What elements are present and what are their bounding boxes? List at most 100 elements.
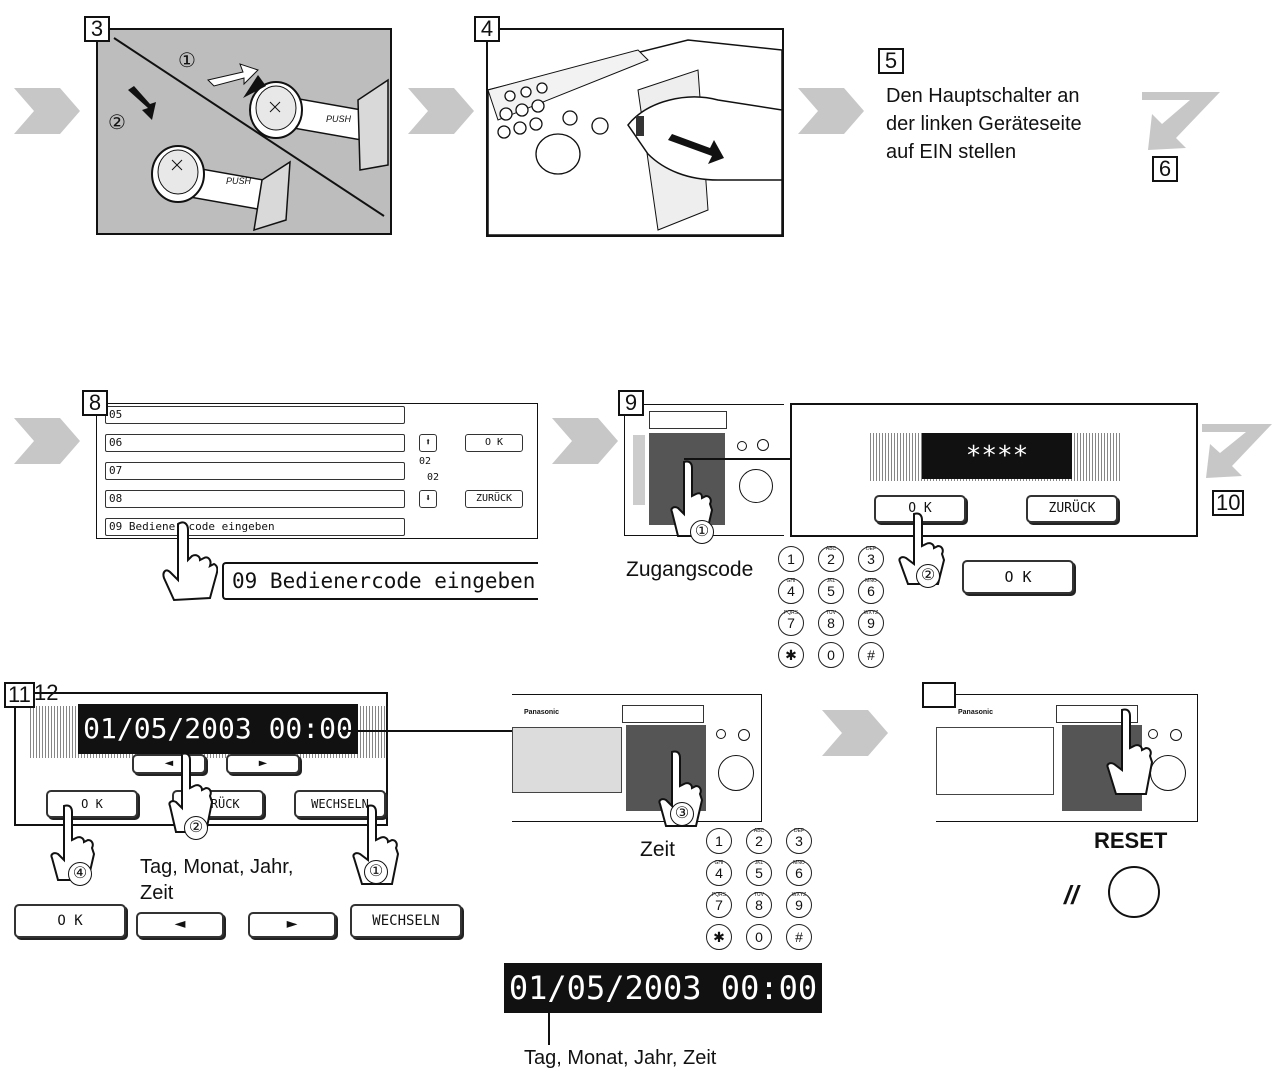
list-item[interactable]: 07 bbox=[105, 462, 405, 480]
list-item[interactable]: 09 Bediener code eingeben bbox=[105, 518, 405, 536]
step5-instruction: Den Hauptschalter an der linken Gerätese… bbox=[886, 82, 1082, 166]
step-number-blank bbox=[922, 682, 956, 708]
ok-button[interactable]: O K bbox=[46, 790, 138, 818]
key-letters: TUV bbox=[826, 610, 836, 616]
access-code-screen: **** O K ZURÜCK bbox=[790, 403, 1198, 537]
key-digit: 6 bbox=[867, 583, 875, 599]
reset-button[interactable] bbox=[1108, 866, 1160, 918]
key-letters: ABC bbox=[753, 828, 765, 834]
keypad-key[interactable]: 0 bbox=[746, 924, 772, 950]
key-digit: 8 bbox=[827, 615, 835, 631]
key-letters: WXYZ bbox=[863, 610, 879, 616]
key-digit: 5 bbox=[755, 865, 763, 881]
keypad-key[interactable]: 1 bbox=[706, 828, 732, 854]
pointing-hand-icon bbox=[352, 804, 400, 885]
ok-button-zoom[interactable]: O K bbox=[962, 560, 1074, 594]
next-chevron-icon bbox=[14, 88, 80, 134]
change-button-zoom[interactable]: WECHSELN bbox=[350, 904, 462, 938]
back-button[interactable]: ZURÜCK bbox=[1026, 495, 1118, 523]
cursor-left-zoom[interactable]: ◄ bbox=[136, 912, 224, 938]
step-mark-2: ② bbox=[184, 816, 208, 840]
pointing-hand-icon bbox=[168, 752, 214, 833]
start-icon bbox=[739, 469, 773, 503]
scroll-up-button[interactable]: ⬆ bbox=[419, 434, 437, 452]
control-panel-reset: Panasonic bbox=[936, 694, 1198, 822]
return-arrow-icon bbox=[1202, 424, 1272, 478]
stop-icon bbox=[716, 729, 726, 739]
step-number: 5 bbox=[878, 48, 904, 74]
date-time-display-large: 01/05/2003 00:00 bbox=[504, 963, 822, 1013]
reset-label: RESET bbox=[1094, 828, 1168, 853]
step-number: 4 bbox=[474, 16, 500, 42]
page-top: 02 bbox=[419, 456, 432, 467]
step-mark-2: ② bbox=[916, 564, 940, 588]
key-digit: 1 bbox=[715, 833, 723, 849]
access-code-label: Zugangscode bbox=[626, 558, 754, 581]
keypad-key[interactable]: 0 bbox=[818, 642, 844, 668]
key-digit: 1 bbox=[787, 551, 795, 567]
power-switch-drawing bbox=[487, 39, 783, 236]
code-display: **** bbox=[922, 433, 1072, 479]
step-number: 11 bbox=[4, 682, 35, 708]
press-marks-icon: // bbox=[1064, 880, 1079, 910]
function-keys bbox=[1056, 705, 1138, 723]
cursor-right-zoom[interactable]: ► bbox=[248, 912, 336, 938]
step-number: 3 bbox=[84, 16, 110, 42]
back-button[interactable]: ZURÜCK bbox=[465, 490, 523, 508]
instruction-line: auf EIN stellen bbox=[886, 141, 1017, 163]
keypad-key[interactable]: ✱ bbox=[778, 642, 804, 668]
touch-display bbox=[512, 727, 622, 793]
scroll-down-button[interactable]: ⬇ bbox=[419, 490, 437, 508]
key-digit: ✱ bbox=[785, 647, 797, 663]
list-item[interactable]: 06 bbox=[105, 434, 405, 452]
key-digit: 4 bbox=[787, 583, 795, 599]
key-digit: 9 bbox=[795, 897, 803, 913]
ok-button-zoom[interactable]: O K bbox=[14, 904, 126, 938]
keypad-key[interactable]: # bbox=[786, 924, 812, 950]
key-digit: 4 bbox=[715, 865, 723, 881]
key-digit: 9 bbox=[867, 615, 875, 631]
key-digit: # bbox=[867, 647, 875, 663]
step-mark-3: ③ bbox=[670, 802, 694, 826]
key-digit: 7 bbox=[715, 897, 723, 913]
list-item[interactable]: 08 bbox=[105, 490, 405, 508]
pointing-hand-icon bbox=[50, 804, 96, 881]
list-item[interactable]: 05 bbox=[105, 406, 405, 424]
page-bottom: 02 bbox=[427, 472, 440, 483]
key-letters: GHI bbox=[714, 860, 724, 866]
keypad-key[interactable]: ✱ bbox=[706, 924, 732, 950]
next-chevron-icon bbox=[14, 418, 80, 464]
pointing-hand-icon bbox=[1106, 708, 1154, 795]
connector-line bbox=[340, 730, 520, 732]
ok-button[interactable]: O K bbox=[465, 434, 523, 452]
cursor-right-button[interactable]: ► bbox=[226, 754, 300, 774]
return-arrow-icon bbox=[1142, 92, 1220, 150]
step-mark-4: ④ bbox=[68, 862, 92, 886]
step-mark-2: ② bbox=[108, 112, 126, 134]
keypad-key[interactable]: # bbox=[858, 642, 884, 668]
key-letters: GHI bbox=[786, 578, 796, 584]
keypad-key[interactable]: 1 bbox=[778, 546, 804, 572]
key-digit: 6 bbox=[795, 865, 803, 881]
instruction-line: der linken Geräteseite bbox=[886, 113, 1082, 135]
date-time-display: 01/05/2003 00:00 bbox=[78, 704, 358, 754]
function-keys bbox=[622, 705, 704, 723]
instruction-line: Den Hauptschalter an bbox=[886, 85, 1080, 107]
